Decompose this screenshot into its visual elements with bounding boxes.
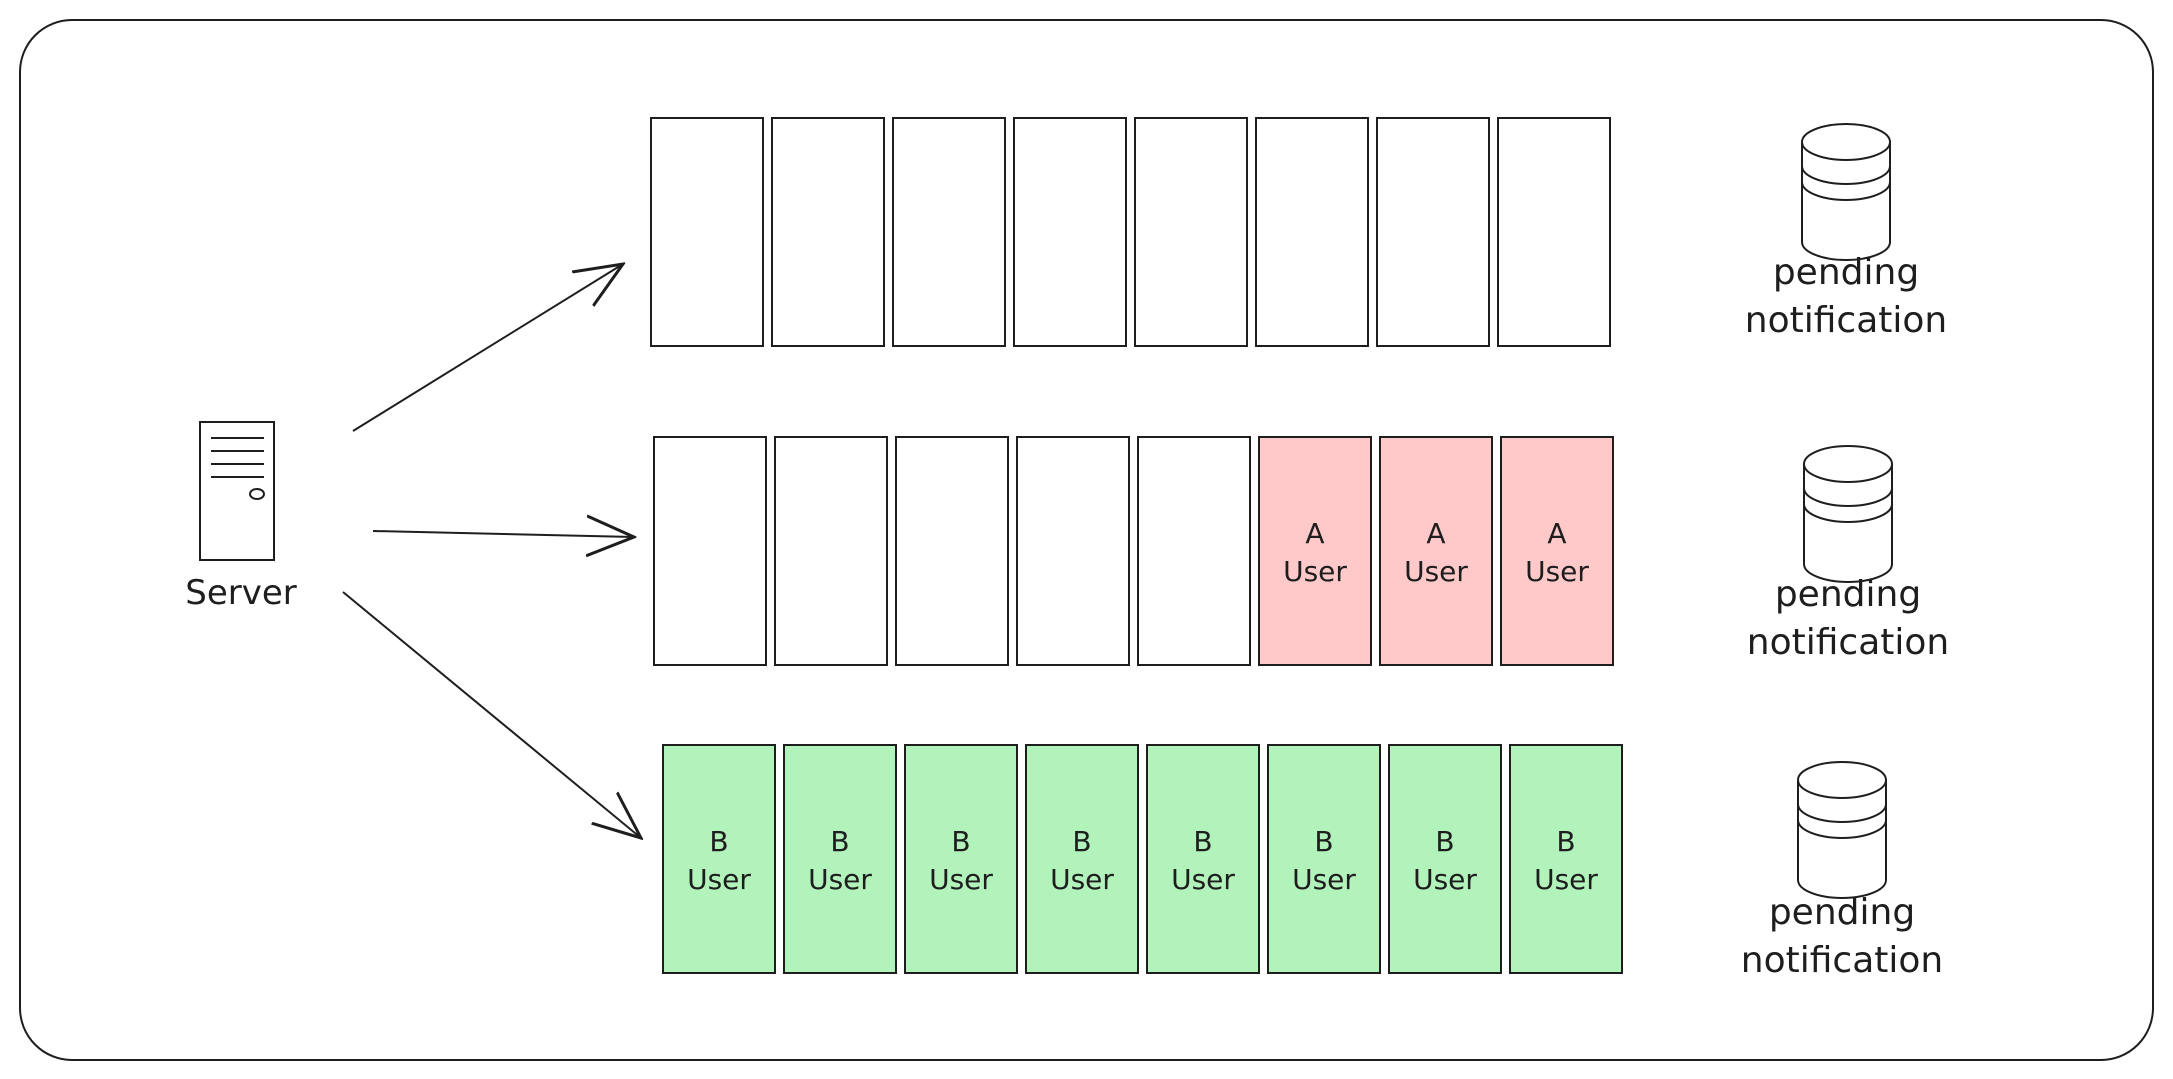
slot-box: [1376, 117, 1490, 347]
slot-box: [1137, 436, 1251, 666]
slot-label-letter: B: [1435, 825, 1454, 858]
server-icon: [199, 421, 275, 561]
database-ring: [1801, 165, 1891, 185]
queue-slot: [650, 117, 764, 347]
slot-box: [653, 436, 767, 666]
queue-slot: A User: [1379, 436, 1493, 666]
slot-box: [1500, 436, 1614, 666]
slot-box: [1267, 744, 1381, 974]
slot-label-user: User: [929, 863, 993, 896]
slot-box: [1016, 436, 1130, 666]
slot-label-user: User: [1283, 555, 1347, 588]
queue-slot: [774, 436, 888, 666]
queue-2: A User A User A User pending notification: [653, 436, 1949, 666]
queue-slot: [653, 436, 767, 666]
slot-box: [1146, 744, 1260, 974]
queue-slot: [1137, 436, 1251, 666]
slot-box: [783, 744, 897, 974]
arrow-to-queue-3: [342, 591, 641, 838]
database-top: [1801, 123, 1891, 161]
queue-slot: [892, 117, 1006, 347]
slot-box: [904, 744, 1018, 974]
queue-slot: [1255, 117, 1369, 347]
storage-label-line2: notification: [1741, 940, 1943, 981]
slot-label-letter: B: [1193, 825, 1212, 858]
storage-label-line1: pending: [1775, 574, 1921, 615]
queue-1: pending notification: [650, 117, 1947, 347]
slot-label-user: User: [1525, 555, 1589, 588]
slot-box: [892, 117, 1006, 347]
queue-slot: B User: [1509, 744, 1623, 974]
queue-3: B User B User B User B User B User B User B User B User…: [662, 744, 1943, 981]
queue-slot: B User: [662, 744, 776, 974]
queue-slot: [1376, 117, 1490, 347]
database-ring: [1801, 181, 1891, 201]
queue-slot: B User: [1267, 744, 1381, 974]
slot-box: [662, 744, 776, 974]
slot-label-letter: B: [830, 825, 849, 858]
slot-label-user: User: [808, 863, 872, 896]
server: Server: [185, 421, 297, 613]
slot-label-letter: A: [1547, 517, 1566, 550]
slot-box: [1134, 117, 1248, 347]
slot-label-user: User: [1050, 863, 1114, 896]
queue-slot: A User: [1258, 436, 1372, 666]
slot-box: [1379, 436, 1493, 666]
queue-slot: [771, 117, 885, 347]
arrow-to-queue-2: [372, 531, 634, 537]
queue-slot: B User: [1025, 744, 1139, 974]
slot-label-user: User: [1171, 863, 1235, 896]
queue-slot: B User: [1388, 744, 1502, 974]
slot-label-letter: B: [709, 825, 728, 858]
slot-label-letter: B: [1314, 825, 1333, 858]
queue-slot: [1134, 117, 1248, 347]
slot-box: [1013, 117, 1127, 347]
storage-label-line2: notification: [1745, 300, 1947, 341]
queue-slot: [1497, 117, 1611, 347]
database-top: [1803, 445, 1893, 483]
queue-slot: B User: [904, 744, 1018, 974]
arrow-to-queue-1: [352, 264, 623, 432]
slot-box: [1509, 744, 1623, 974]
slot-box: [774, 436, 888, 666]
slot-label-user: User: [687, 863, 751, 896]
storage-label-line1: pending: [1773, 252, 1919, 293]
slot-box: [771, 117, 885, 347]
database-ring: [1803, 487, 1893, 507]
slot-box: [1258, 436, 1372, 666]
queue-slot: B User: [1146, 744, 1260, 974]
database-ring: [1797, 819, 1887, 839]
storage-label-line2: notification: [1747, 622, 1949, 663]
queue-slot: A User: [1500, 436, 1614, 666]
slot-label-user: User: [1292, 863, 1356, 896]
queue-slot: B User: [783, 744, 897, 974]
storage-label-line1: pending: [1769, 892, 1915, 933]
queue-slot: [895, 436, 1009, 666]
slot-box: [1025, 744, 1139, 974]
queues: pendingnotificationAUserAUserAUserpendin…: [650, 117, 1949, 981]
slot-label-user: User: [1413, 863, 1477, 896]
slot-box: [1497, 117, 1611, 347]
slot-label-letter: A: [1305, 517, 1324, 550]
slot-label-letter: B: [951, 825, 970, 858]
queue-slot: [1016, 436, 1130, 666]
database-icon: [1803, 445, 1893, 583]
queue-slot: [1013, 117, 1127, 347]
database-top: [1797, 761, 1887, 799]
slot-label-user: User: [1534, 863, 1598, 896]
database-ring: [1803, 503, 1893, 523]
slot-box: [650, 117, 764, 347]
slot-label-letter: A: [1426, 517, 1445, 550]
slot-box: [1388, 744, 1502, 974]
database-ring: [1797, 803, 1887, 823]
slot-box: [895, 436, 1009, 666]
database-icon: [1797, 761, 1887, 899]
slot-label-letter: B: [1556, 825, 1575, 858]
database-icon: [1801, 123, 1891, 261]
slot-box: [1255, 117, 1369, 347]
slot-label-letter: B: [1072, 825, 1091, 858]
server-label: Server: [185, 573, 297, 613]
slot-label-user: User: [1404, 555, 1468, 588]
